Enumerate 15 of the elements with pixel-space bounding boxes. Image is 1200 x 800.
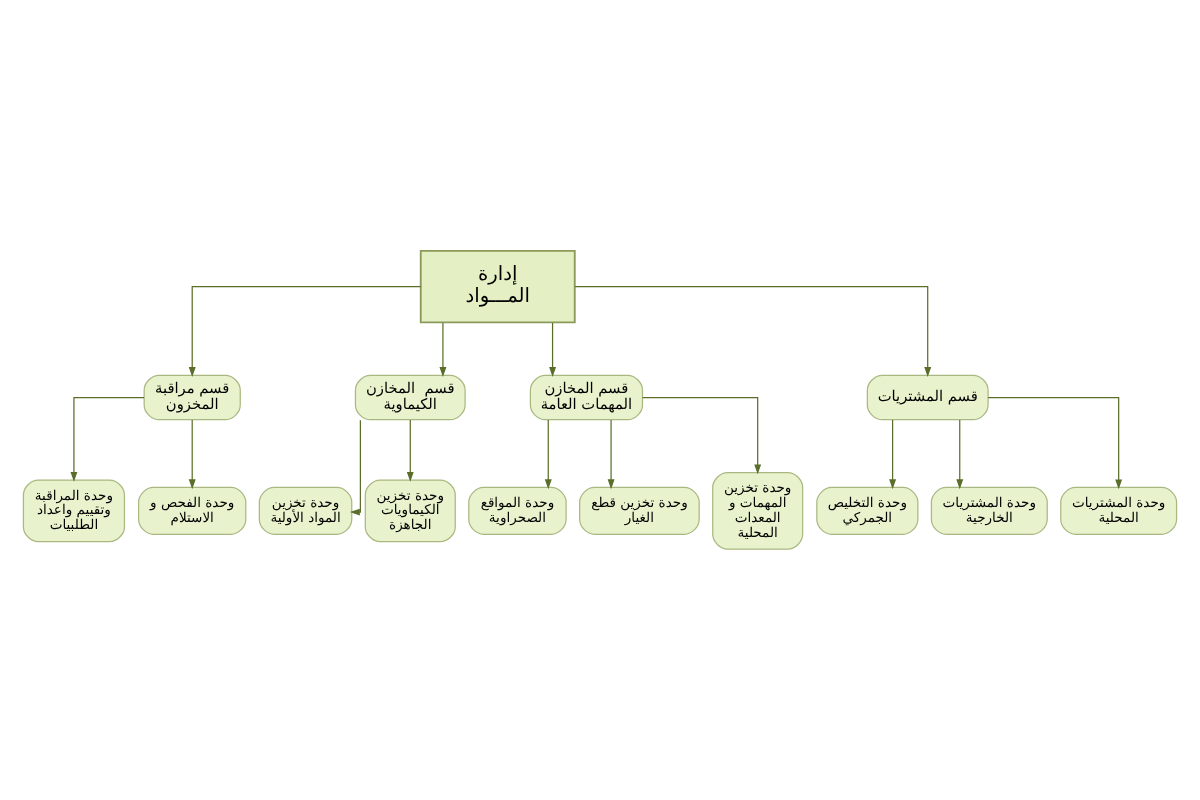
arrow (549, 322, 557, 377)
arrow (439, 322, 447, 377)
arrow (544, 419, 552, 490)
arrow (349, 419, 361, 516)
node-box: إدارة المـــواد (419, 250, 576, 324)
arrow (188, 419, 196, 490)
arrow (574, 286, 932, 377)
arrow (641, 396, 762, 475)
arrow (889, 419, 897, 490)
arrow (987, 396, 1123, 490)
arrow (607, 419, 615, 490)
arrow (70, 396, 145, 482)
arrow (406, 419, 414, 482)
arrow (956, 419, 964, 490)
arrow (188, 286, 422, 377)
